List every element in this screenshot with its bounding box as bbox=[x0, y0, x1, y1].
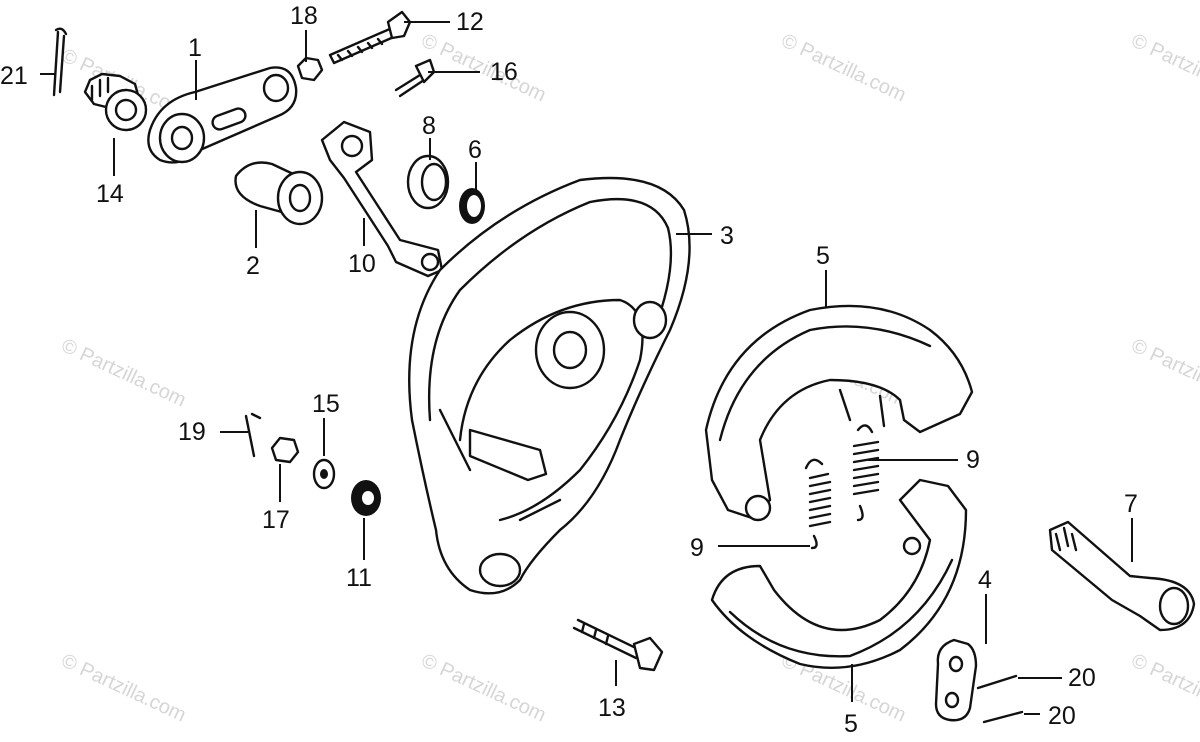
watermark: © Partzilla.com bbox=[1128, 650, 1200, 727]
part-5-brake-shoe-upper bbox=[704, 304, 974, 522]
callout-5-upper: 5 bbox=[816, 242, 830, 270]
part-16-bolt bbox=[394, 58, 436, 98]
watermark: © Partzilla.com bbox=[778, 30, 909, 107]
callout-11: 11 bbox=[346, 564, 372, 592]
callout-20-lower: 20 bbox=[1048, 702, 1076, 730]
callout-10: 10 bbox=[348, 250, 376, 278]
part-4-plate bbox=[934, 638, 978, 722]
callout-19: 19 bbox=[178, 418, 206, 446]
part-8-seal bbox=[406, 154, 450, 210]
watermark: © Partzilla.com bbox=[1128, 335, 1200, 412]
part-5-brake-shoe-lower bbox=[710, 478, 968, 669]
watermark: © Partzilla.com bbox=[418, 30, 549, 107]
watermark: © Partzilla.com bbox=[58, 650, 189, 727]
callout-8: 8 bbox=[422, 112, 436, 140]
callout-9-left: 9 bbox=[690, 534, 704, 562]
leader-lines bbox=[40, 21, 1133, 715]
part-12-bolt bbox=[328, 10, 412, 65]
callout-9-right: 9 bbox=[966, 446, 980, 474]
callout-20-upper: 20 bbox=[1068, 664, 1096, 692]
callout-12: 12 bbox=[456, 8, 484, 36]
callout-2: 2 bbox=[246, 252, 260, 280]
part-20-clip bbox=[982, 710, 1024, 724]
watermark: © Partzilla.com bbox=[418, 650, 549, 727]
part-6-o-ring bbox=[459, 188, 485, 224]
callout-15: 15 bbox=[312, 390, 340, 418]
watermark: © Partzilla.com bbox=[1128, 30, 1200, 107]
part-21-cotter-pin bbox=[52, 27, 68, 97]
part-15-washer bbox=[312, 458, 336, 490]
part-2-collar bbox=[234, 161, 324, 226]
callout-14: 14 bbox=[96, 180, 124, 208]
callout-17: 17 bbox=[262, 506, 290, 534]
callout-4: 4 bbox=[978, 566, 992, 594]
part-18-nut bbox=[296, 56, 324, 82]
part-20-clip bbox=[976, 674, 1018, 690]
callout-21: 21 bbox=[0, 62, 28, 90]
part-14-castle-nut bbox=[83, 72, 148, 132]
part-9-spring bbox=[852, 424, 880, 522]
callout-6: 6 bbox=[468, 136, 482, 164]
watermark: © Partzilla.com bbox=[58, 335, 189, 412]
callout-3: 3 bbox=[720, 222, 734, 250]
part-1-brake-arm bbox=[147, 66, 298, 164]
part-10-lever bbox=[320, 120, 444, 278]
callout-7: 7 bbox=[1124, 490, 1138, 518]
callout-16: 16 bbox=[490, 58, 518, 86]
part-3-brake-panel bbox=[408, 176, 691, 595]
callout-1: 1 bbox=[188, 34, 202, 62]
part-19-pin bbox=[244, 412, 262, 458]
part-9-spring bbox=[804, 458, 832, 550]
part-11-washer bbox=[351, 480, 381, 516]
callout-18: 18 bbox=[290, 2, 318, 30]
part-17-nut bbox=[270, 436, 300, 464]
part-13-bolt bbox=[572, 618, 664, 672]
callout-13: 13 bbox=[598, 694, 626, 722]
callout-5-lower: 5 bbox=[844, 710, 858, 738]
part-7-cam bbox=[1048, 520, 1196, 632]
callouts: 21 1 14 2 18 12 16 10 8 6 3 5 9 9 7 4 20… bbox=[0, 2, 1138, 738]
